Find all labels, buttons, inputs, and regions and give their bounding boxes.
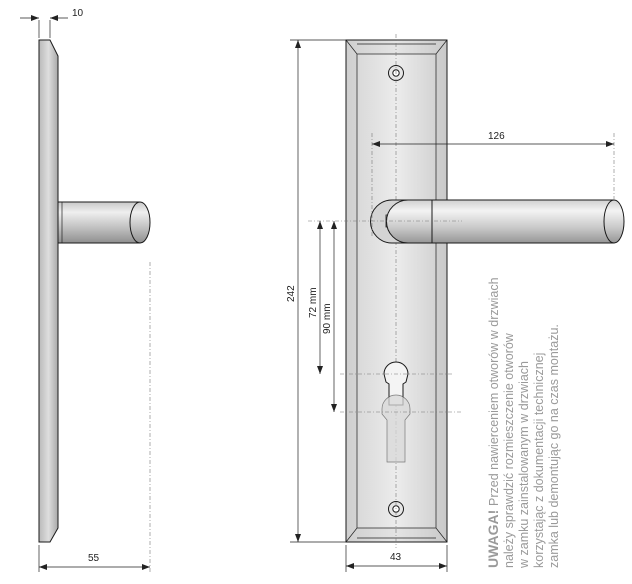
side-view: 10 55 — [20, 8, 151, 572]
front-view: 126 242 72 mm 90 mm 43 — [286, 34, 625, 572]
dim-plate-thickness: 10 — [72, 8, 84, 19]
dim-spacing-72: 72 mm — [308, 287, 319, 318]
warning-note: UWAGA! Przed nawierceniem otworów w drzw… — [485, 277, 561, 569]
dim-spacing-90: 90 mm — [322, 303, 333, 334]
dim-lever-length: 126 — [488, 131, 505, 142]
warning-line-4: korzystając z dokumentacji technicznej — [532, 353, 546, 568]
warning-title: UWAGA! — [485, 510, 501, 568]
warning-line-2: należy sprawdzić rozmieszczenie otworów — [502, 332, 516, 568]
plate-side — [38, 39, 59, 543]
dim-projection: 55 — [88, 553, 100, 564]
dim-plate-width: 43 — [390, 552, 402, 563]
warning-line-3: w zamku zainstalowanym w drzwiach — [517, 361, 531, 569]
handle-side-cylinder — [57, 201, 141, 244]
warning-line-1: Przed nawierceniem otworów w drzwiach — [487, 277, 501, 506]
lever-arm — [386, 199, 625, 244]
warning-line-5: zamka lub demontując go na czas montażu. — [547, 324, 561, 568]
handle-side-end — [129, 201, 151, 244]
dim-plate-height: 242 — [286, 285, 297, 302]
